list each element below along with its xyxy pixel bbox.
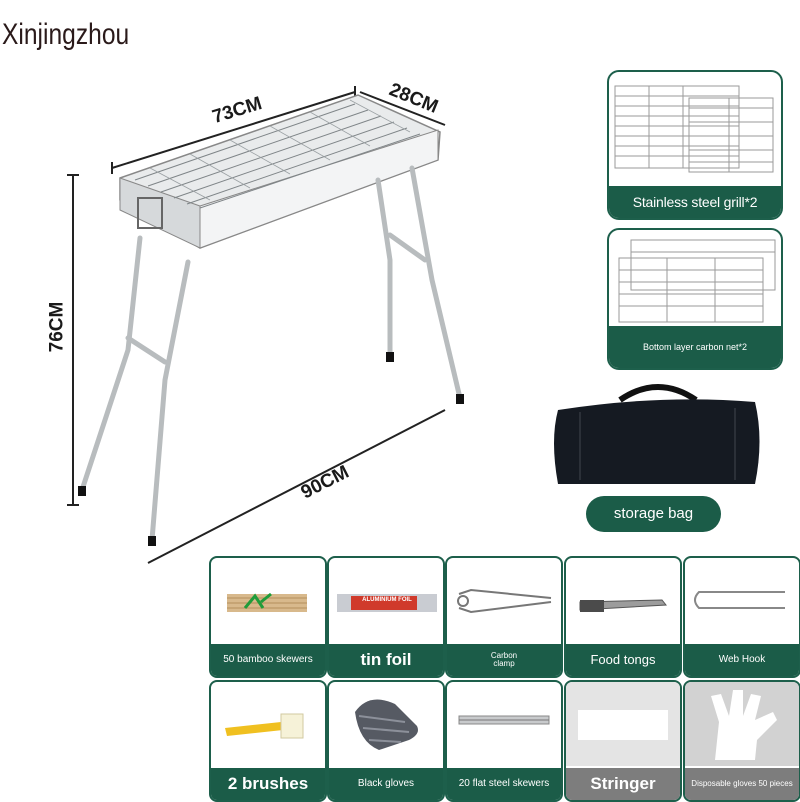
- accessory-tile-web-hook: Web Hook: [683, 556, 800, 678]
- storage-bag-label: storage bag: [586, 496, 721, 532]
- accessory-tile-food-tongs: Food tongs: [564, 556, 682, 678]
- accessory-label: tin foil: [360, 650, 412, 670]
- food-tongs-icon: [579, 599, 667, 612]
- accessory-label: 50 bamboo skewers: [223, 653, 313, 665]
- bamboo-skewers-icon: [227, 592, 307, 612]
- accessory-tile-tin-foil: ALUMINIUM FOIL tin foil: [327, 556, 445, 678]
- accessory-tile-black-gloves: Black gloves: [327, 680, 445, 802]
- accessory-label: 2 brushes: [227, 774, 309, 794]
- accessory-tile-flat-skewers: 20 flat steel skewers: [445, 680, 563, 802]
- tin-foil-icon: [337, 594, 437, 612]
- accessory-label: 20 flat steel skewers: [458, 777, 550, 789]
- accessory-tile-disposable-gloves: Disposable gloves 50 pieces: [683, 680, 800, 802]
- accessory-label: Carbon clamp: [490, 650, 518, 668]
- brush-icon: [225, 713, 304, 739]
- accessory-card-carbon-net: Bottom layer carbon net*2: [607, 228, 783, 370]
- accessory-card-stainless-grill: Stainless steel grill*2: [607, 70, 783, 220]
- gloves-icon: [355, 699, 418, 750]
- accessory-label: Stringer: [590, 774, 656, 794]
- accessory-label: Black gloves: [357, 777, 415, 789]
- accessory-label: Bottom layer carbon net*2: [609, 326, 781, 368]
- height-dimension: 76CM: [46, 301, 68, 353]
- accessory-label: Web Hook: [718, 653, 766, 665]
- accessory-label: Food tongs: [590, 652, 656, 668]
- bbq-grill-image: [67, 86, 464, 564]
- accessory-tile-brushes: 2 brushes: [209, 680, 327, 802]
- carbon-clamp-icon: [457, 588, 552, 614]
- storage-bag-icon: [554, 384, 760, 484]
- accessory-label: Disposable gloves 50 pieces: [691, 778, 793, 788]
- grill-grates-icon: [614, 85, 774, 173]
- brand-name: Xinjingzhou: [2, 18, 130, 51]
- flat-skewers-icon: [458, 715, 550, 725]
- carbon-net-icon: [618, 239, 776, 323]
- accessory-label: Stainless steel grill*2: [609, 186, 781, 218]
- web-hook-icon: [694, 591, 785, 609]
- accessory-tile-bamboo-skewers: 50 bamboo skewers: [209, 556, 327, 678]
- tin-foil-package-text: ALUMINIUM FOIL: [362, 597, 412, 603]
- disposable-gloves-icon: [685, 682, 799, 766]
- accessory-tile-carbon-clamp: Carbon clamp: [445, 556, 563, 678]
- accessory-tile-stringer: Stringer: [564, 680, 682, 802]
- stringer-icon: [566, 682, 680, 766]
